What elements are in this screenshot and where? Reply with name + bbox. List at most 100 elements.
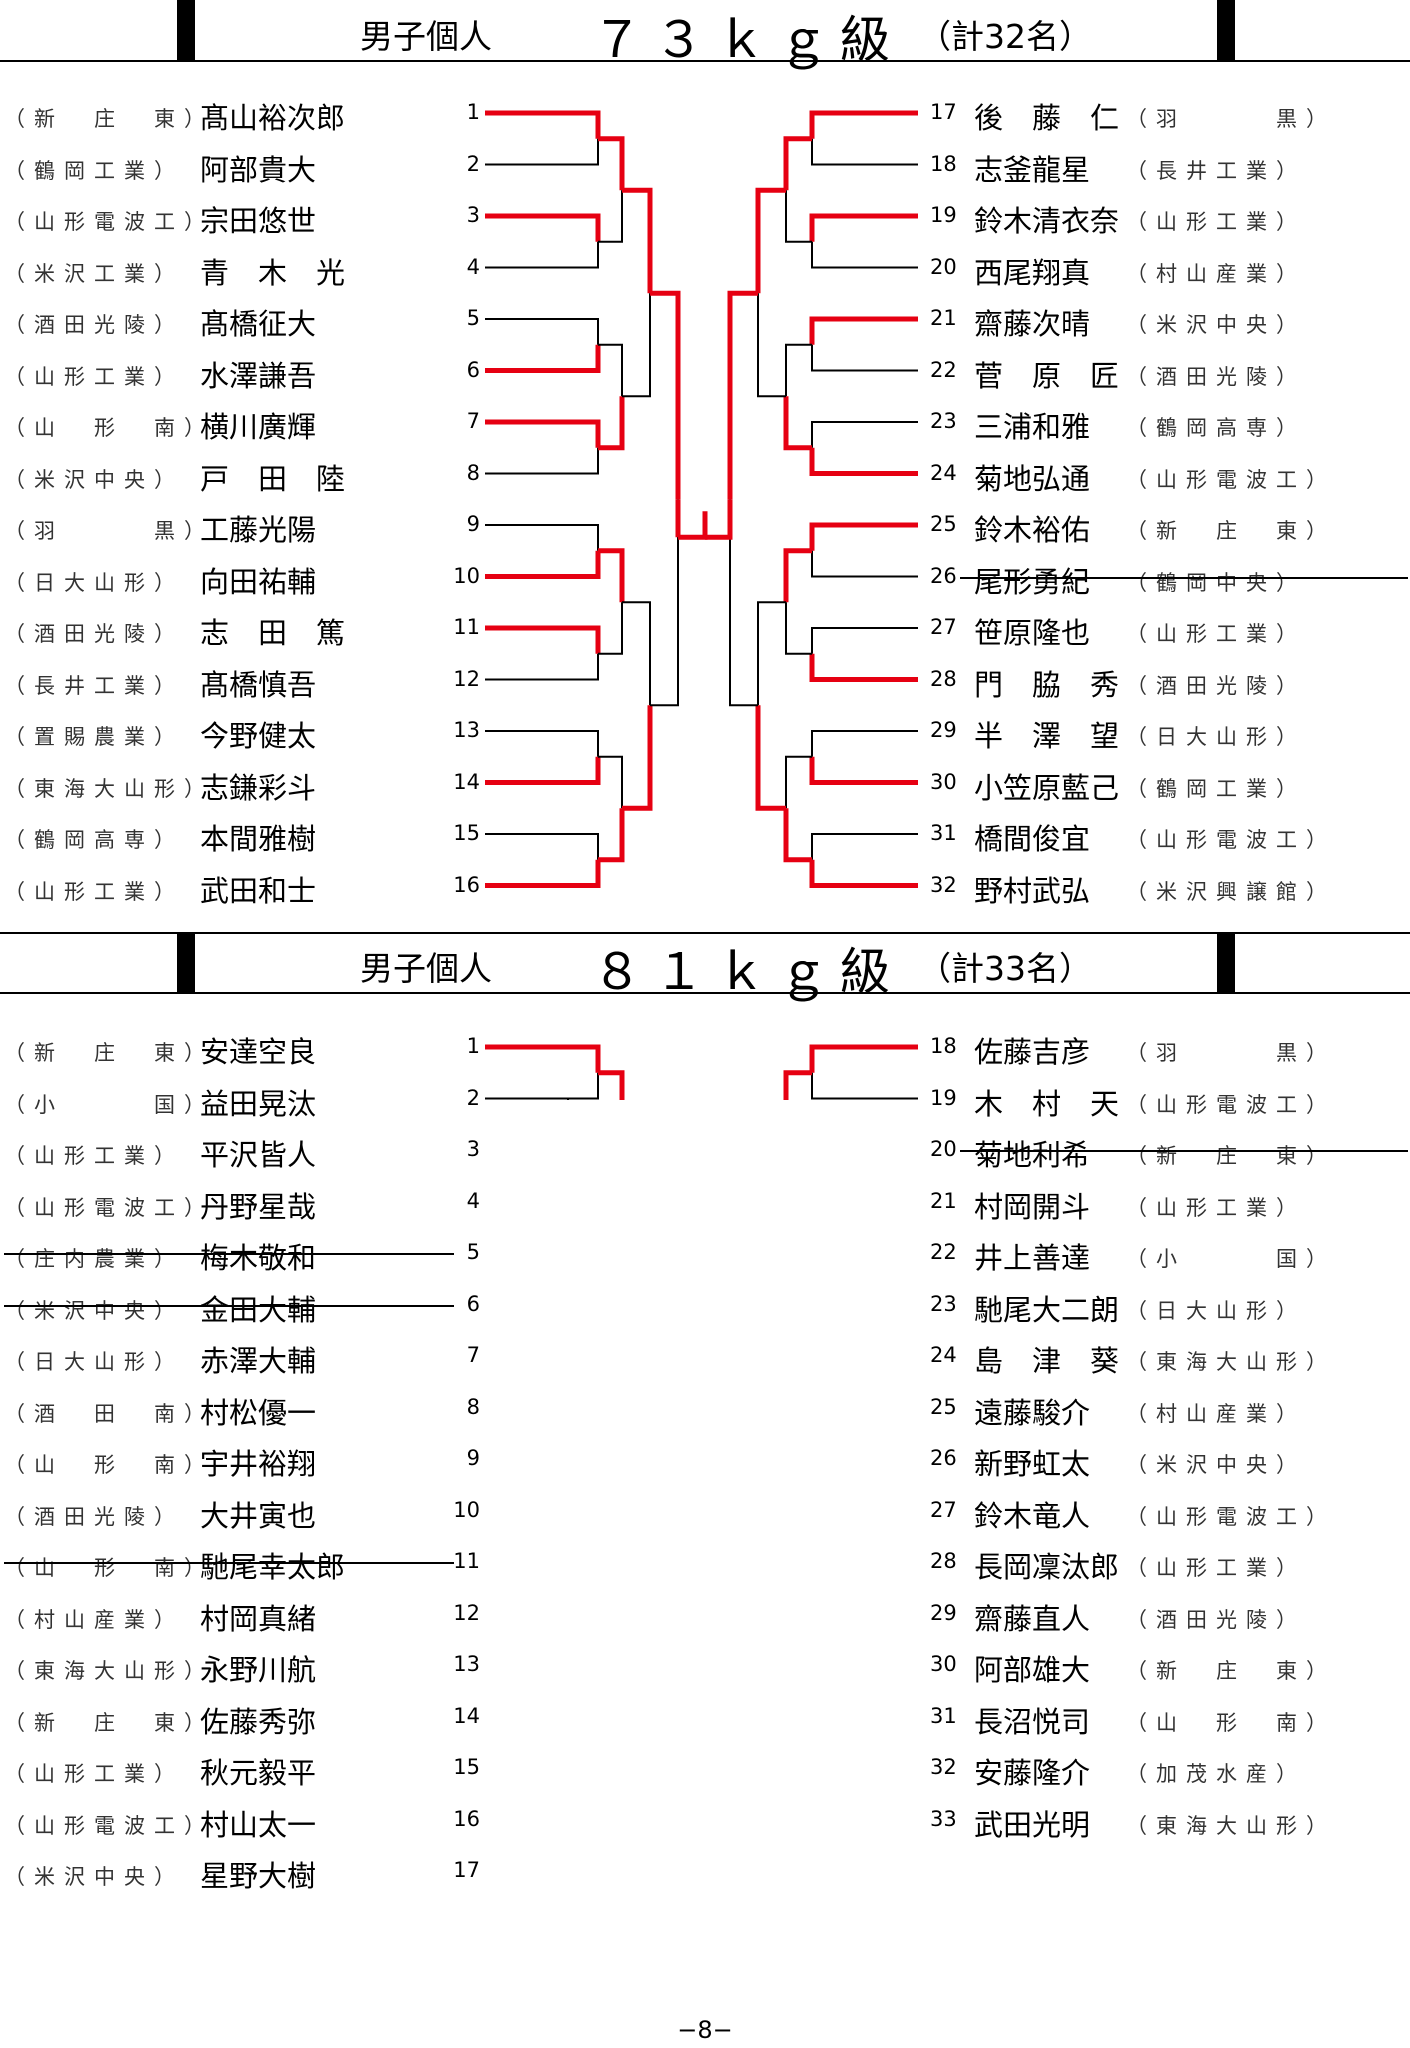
school-name: （羽 黒） xyxy=(1126,1041,1336,1065)
athlete-name: 今野健太 xyxy=(200,719,317,753)
seed-number: 13 xyxy=(453,1652,480,1676)
bracket-line xyxy=(622,293,651,398)
bracket-line xyxy=(485,241,599,269)
bracket-line xyxy=(485,730,599,757)
school-name: （米沢工業） xyxy=(4,261,184,286)
seed-number: 28 xyxy=(930,666,957,691)
withdrawn-strike xyxy=(960,576,1408,579)
winner-path xyxy=(783,808,812,863)
school-name: （山形工業） xyxy=(4,879,184,904)
athlete-name: 齋藤次晴 xyxy=(974,307,1091,341)
winner-path xyxy=(809,110,918,139)
header-block-left xyxy=(177,0,195,62)
school-name: （山形電波工） xyxy=(1126,467,1336,492)
bracket-line xyxy=(485,138,599,166)
school-name: （米沢中央） xyxy=(4,1865,184,1889)
athlete-name: 青 木 光 xyxy=(200,255,346,290)
seed-number: 9 xyxy=(466,512,480,536)
athlete-name: 志鎌彩斗 xyxy=(200,770,317,805)
seed-number: 8 xyxy=(466,460,480,485)
school-name: （米沢中央） xyxy=(1126,313,1306,337)
school-name: （鶴岡工業） xyxy=(1126,776,1306,801)
seed-number: 26 xyxy=(930,563,957,588)
school-name: （日大山形） xyxy=(1126,725,1306,749)
header-rule xyxy=(0,992,1410,994)
athlete-name: 星野大樹 xyxy=(200,1859,317,1893)
weight-class-label: ７３ｋｇ級 xyxy=(592,11,902,69)
seed-number: 22 xyxy=(930,1240,957,1264)
school-name: （酒田光陵） xyxy=(4,1504,184,1529)
page-number: −8− xyxy=(677,2016,733,2044)
athlete-name: 三浦和雅 xyxy=(974,410,1091,444)
seed-number: 15 xyxy=(453,821,480,845)
school-name: （長井工業） xyxy=(4,673,184,698)
school-name: （山形電波工） xyxy=(4,210,214,234)
bracket-line xyxy=(485,833,599,860)
seed-number: 14 xyxy=(453,1703,480,1728)
athlete-name: 菊地利希 xyxy=(974,1138,1091,1172)
seed-number: 8 xyxy=(466,1394,480,1419)
school-name: （東海大山形） xyxy=(4,776,214,801)
seed-number: 3 xyxy=(466,1137,480,1161)
athlete-name: 横川廣輝 xyxy=(200,410,317,444)
school-name: （東海大山形） xyxy=(4,1659,214,1683)
seed-number: 32 xyxy=(930,1755,957,1779)
seed-number: 7 xyxy=(466,1343,480,1367)
athlete-name: 梅木敬和 xyxy=(200,1241,317,1275)
entry-count-label: （計33名） xyxy=(918,949,1092,988)
winner-path xyxy=(809,756,918,785)
seed-number: 4 xyxy=(466,254,480,279)
school-name: （鶴岡工業） xyxy=(4,158,184,183)
winner-path xyxy=(705,499,733,540)
school-name: （新 庄 東） xyxy=(4,107,214,131)
school-name: （酒田光陵） xyxy=(1126,364,1306,389)
bracket-line xyxy=(598,190,623,243)
school-name: （日大山形） xyxy=(4,1350,184,1374)
winner-path xyxy=(485,550,601,579)
winner-path xyxy=(598,808,625,863)
athlete-name: 戸 田 陸 xyxy=(200,461,346,496)
bracket-lines-81kg xyxy=(485,1044,918,1100)
seed-number: 17 xyxy=(453,1858,480,1882)
school-name: （新 庄 東） xyxy=(1126,519,1336,543)
seed-number: 11 xyxy=(453,1549,480,1573)
athlete-name: 長沼悦司 xyxy=(974,1704,1091,1739)
athlete-name: 半 澤 望 xyxy=(974,719,1120,753)
athlete-name: 遠藤駿介 xyxy=(974,1395,1091,1430)
winner-path xyxy=(783,1070,812,1100)
bracket-line xyxy=(598,602,623,655)
athlete-name: 髙山裕次郎 xyxy=(200,101,346,135)
winner-path xyxy=(755,705,786,811)
winner-path xyxy=(485,859,601,888)
bracket-line xyxy=(811,241,918,269)
section-header-73kg: 男子個人 ７３ｋｇ級 （計32名） xyxy=(0,0,1410,69)
bracket-line xyxy=(811,627,918,654)
winner-path xyxy=(598,1070,625,1100)
athlete-name: 秋元毅平 xyxy=(200,1756,317,1790)
seed-number: 25 xyxy=(930,1394,957,1419)
seed-number: 21 xyxy=(930,1188,957,1213)
bracket-line xyxy=(811,550,918,578)
athlete-name: 丹野星哉 xyxy=(200,1189,317,1224)
winner-path xyxy=(485,419,601,448)
seed-number: 28 xyxy=(930,1549,957,1573)
